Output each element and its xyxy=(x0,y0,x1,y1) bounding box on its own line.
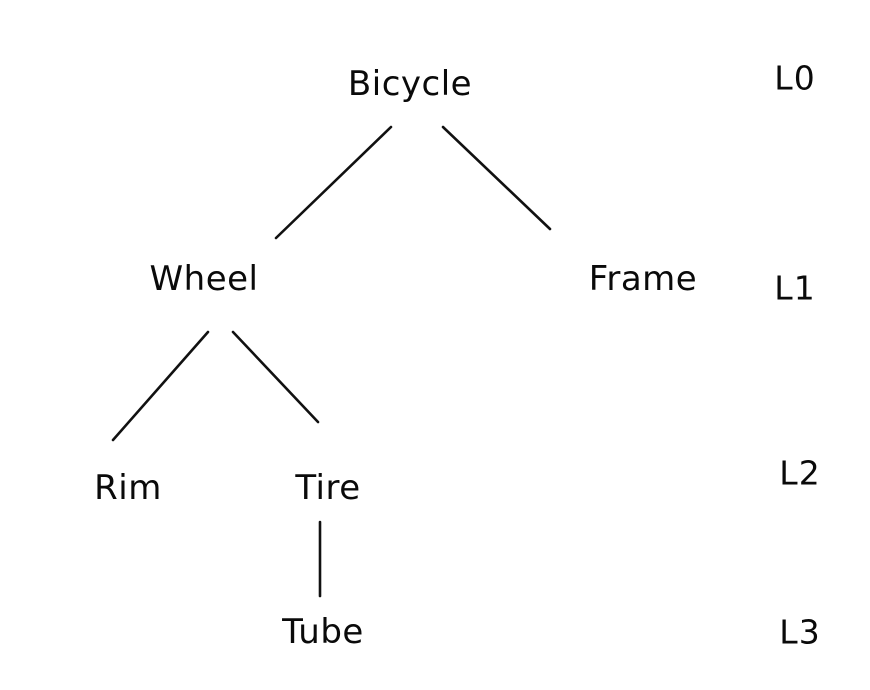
node-rim[interactable]: Rim xyxy=(94,468,162,508)
node-tire[interactable]: Tire xyxy=(295,468,361,508)
node-frame[interactable]: Frame xyxy=(588,259,698,299)
level-label-l0: L0 xyxy=(774,58,816,98)
node-bicycle[interactable]: Bicycle xyxy=(347,64,473,104)
node-wheel[interactable]: Wheel xyxy=(149,259,259,299)
level-label-l3: L3 xyxy=(779,612,821,652)
level-label-l1: L1 xyxy=(774,268,816,308)
edge-bicycle-frame xyxy=(441,125,552,231)
edge-wheel-rim xyxy=(111,330,210,442)
node-tube[interactable]: Tube xyxy=(282,612,364,652)
level-label-l2: L2 xyxy=(779,453,821,493)
edge-bicycle-wheel xyxy=(274,125,393,240)
edge-wheel-tire xyxy=(231,330,320,424)
